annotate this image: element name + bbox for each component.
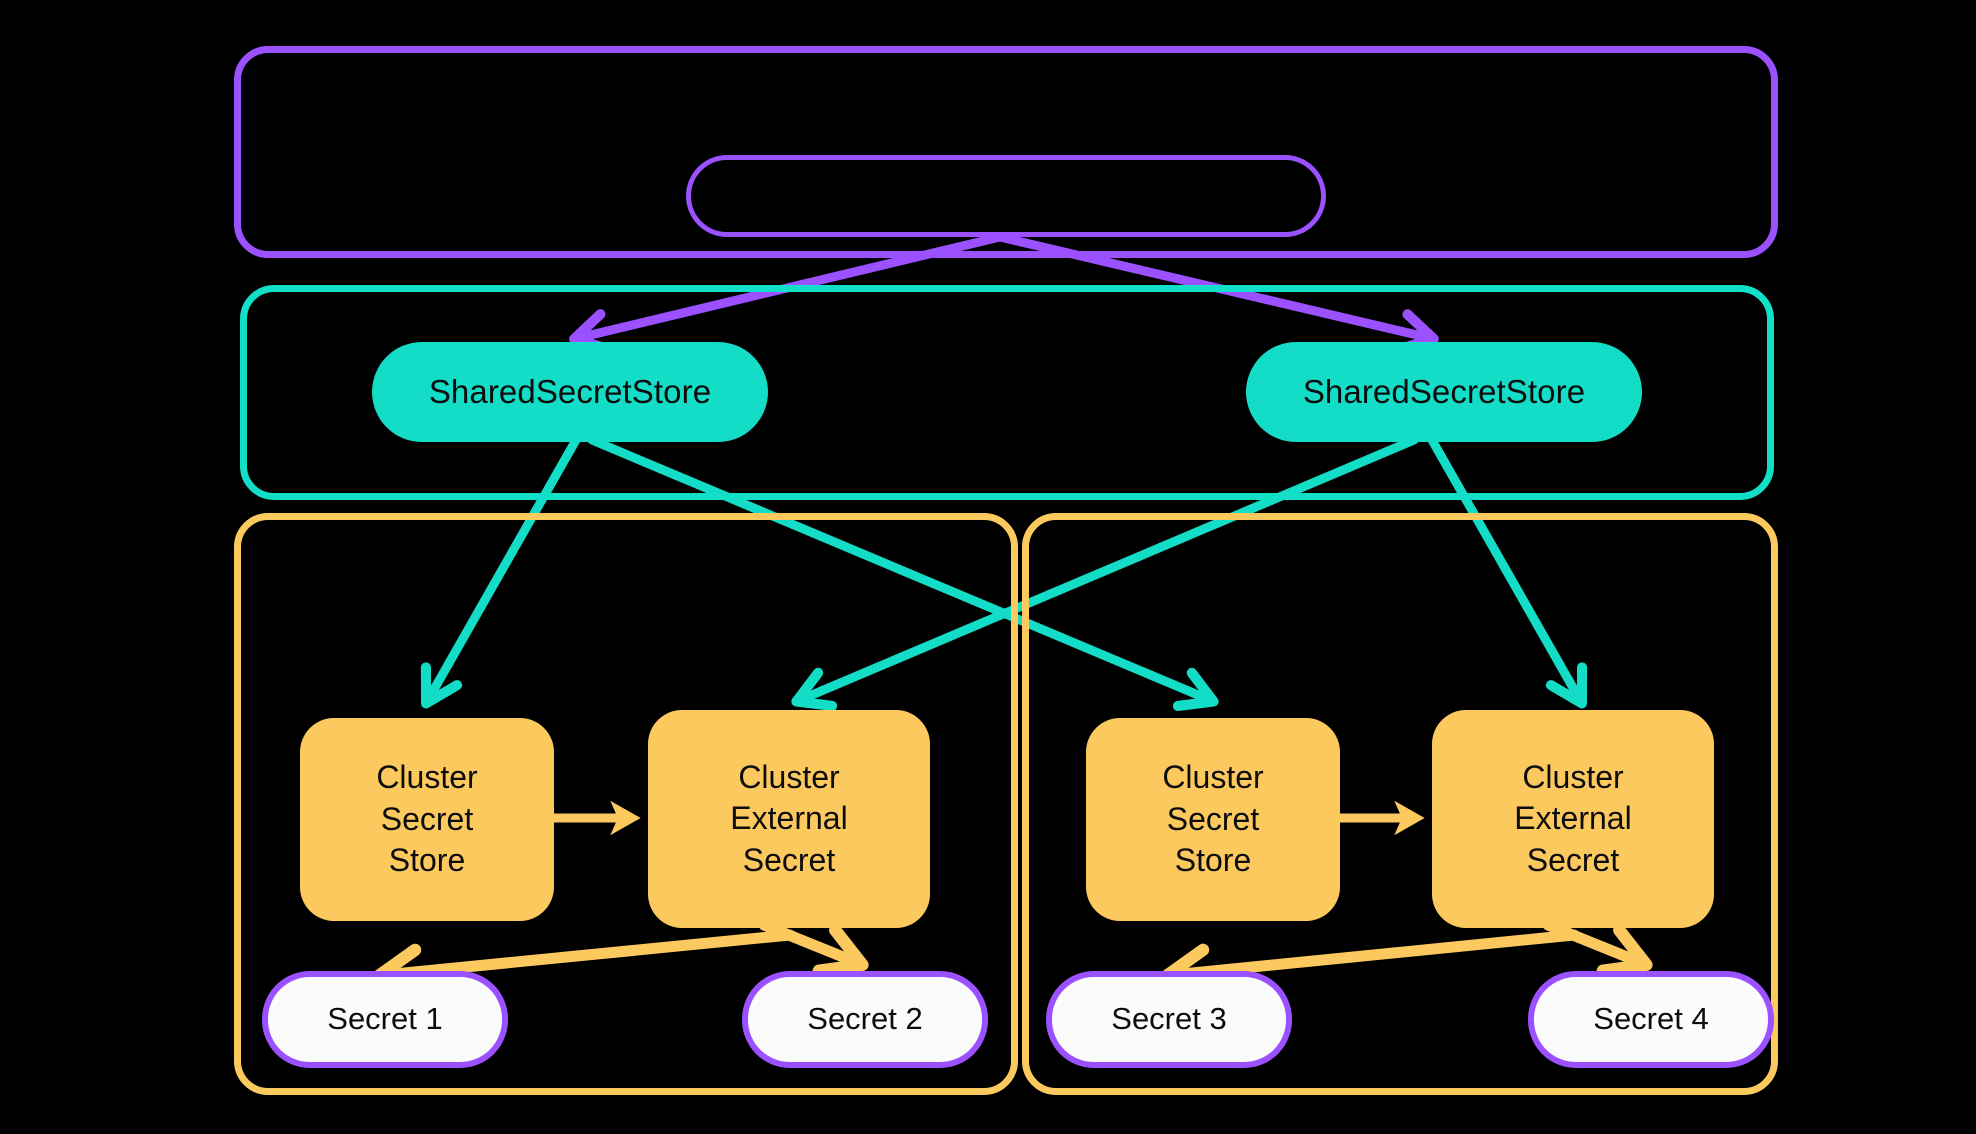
node-central-pill[interactable] [686,155,1326,237]
node-cluster-secret-store-left-line-3: Store [388,842,466,879]
node-secret-1[interactable]: Secret 1 [262,971,508,1068]
node-cluster-external-secret-right-line-1: Cluster [1522,758,1624,795]
container-cluster-left[interactable] [234,513,1018,1095]
node-secret-3-label: Secret 3 [1111,1001,1227,1037]
container-cluster-right[interactable] [1022,513,1778,1095]
node-cluster-secret-store-left-line-2: Secret [380,800,474,837]
node-secret-3[interactable]: Secret 3 [1046,971,1292,1068]
node-cluster-external-secret-left-line-1: Cluster [738,758,840,795]
node-cluster-secret-store-left-line-1: Cluster [376,759,478,796]
node-cluster-external-secret-left[interactable]: Cluster External Secret [648,710,930,928]
node-shared-secret-store-left[interactable]: SharedSecretStore [372,342,768,442]
node-cluster-secret-store-right-line-3: Store [1174,842,1252,879]
node-cluster-secret-store-right[interactable]: Cluster Secret Store [1086,718,1340,921]
node-secret-4[interactable]: Secret 4 [1528,971,1774,1068]
node-cluster-external-secret-right[interactable]: Cluster External Secret [1432,710,1714,928]
node-cluster-external-secret-right-line-2: External [1514,800,1632,837]
node-shared-secret-store-right[interactable]: SharedSecretStore [1246,342,1642,442]
node-secret-2[interactable]: Secret 2 [742,971,988,1068]
node-shared-secret-store-left-label: SharedSecretStore [428,372,712,410]
node-cluster-secret-store-right-line-2: Secret [1166,800,1260,837]
node-secret-1-label: Secret 1 [327,1001,443,1037]
node-cluster-secret-store-left[interactable]: Cluster Secret Store [300,718,554,921]
node-cluster-external-secret-left-line-2: External [730,800,848,837]
container-management-cluster[interactable] [234,46,1778,258]
node-cluster-external-secret-left-line-3: Secret [742,841,836,878]
node-shared-secret-store-right-label: SharedSecretStore [1302,372,1586,410]
container-shared-store-layer[interactable] [240,285,1774,500]
node-cluster-secret-store-right-line-1: Cluster [1162,759,1264,796]
node-secret-2-label: Secret 2 [807,1001,923,1037]
node-secret-4-label: Secret 4 [1593,1001,1709,1037]
node-cluster-external-secret-right-line-3: Secret [1526,841,1620,878]
